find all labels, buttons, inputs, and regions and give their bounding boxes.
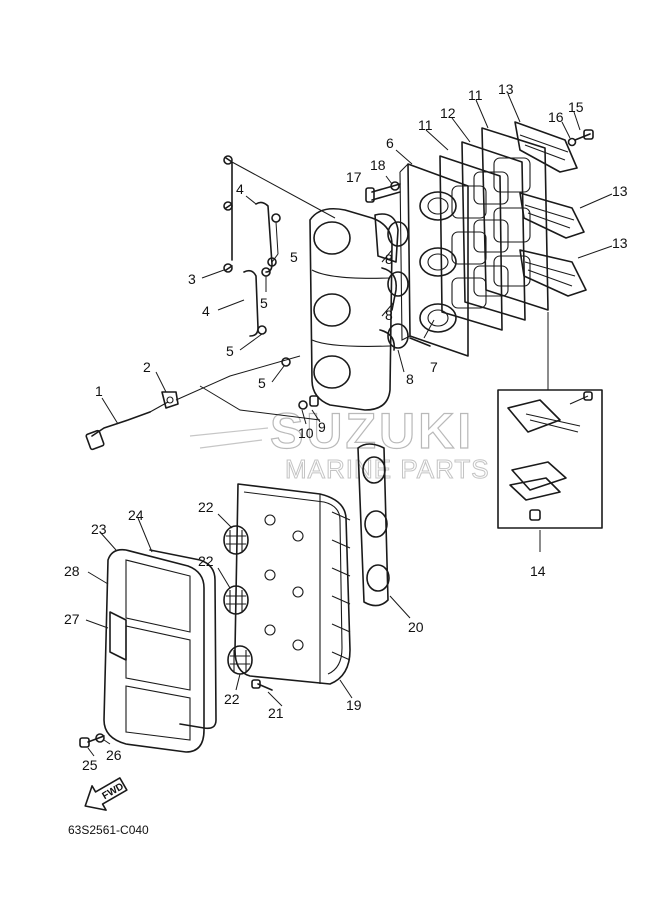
clamp-2 [161, 391, 179, 409]
washer-16 [567, 137, 577, 147]
callout-28: 28 [64, 563, 80, 579]
callout-6: 6 [386, 135, 394, 151]
gaskets-8 [387, 221, 409, 349]
callout-8b: 8 [385, 307, 393, 323]
watermark-brand: SUZUKI [270, 403, 474, 459]
bolt-9 [309, 395, 319, 407]
watermark-subtitle: MARINE PARTS [285, 454, 490, 484]
stud-7 [409, 337, 431, 347]
exhaust-cover-19 [234, 483, 351, 685]
exhaust-gasket-20 [357, 443, 411, 619]
diagram-code: 63S2561-C040 [68, 823, 149, 837]
washer-10 [298, 400, 308, 410]
callout-20: 20 [408, 619, 424, 635]
bolt-15 [574, 129, 594, 141]
callout-13b: 13 [612, 183, 628, 199]
callout-10: 10 [298, 425, 314, 441]
callout-4: 4 [236, 181, 244, 197]
callout-numbers: 1 2 3 4 4 5 5 5 5 5 6 7 8 8 8 9 10 11 11… [64, 81, 628, 773]
callout-7: 7 [430, 359, 438, 375]
callout-2: 2 [143, 359, 151, 375]
callout-8: 8 [385, 251, 393, 267]
sensor-leader [175, 355, 301, 401]
reed-plate [461, 141, 526, 321]
callout-11b: 11 [468, 87, 483, 103]
callout-11: 11 [418, 117, 433, 133]
bolt-17 [365, 183, 401, 203]
callout-5d: 5 [258, 375, 266, 391]
callout-1: 1 [95, 383, 103, 399]
watermark-swoosh [189, 427, 269, 449]
callout-18: 18 [370, 157, 386, 173]
watermark: SUZUKI MARINE PARTS [189, 402, 490, 485]
washer-26 [95, 733, 105, 743]
hose-lower [243, 269, 259, 337]
hose-upper [255, 201, 273, 273]
bolt-21 [251, 679, 273, 691]
callout-22: 22 [198, 499, 214, 515]
callout-13: 13 [498, 81, 514, 97]
reed-gasket-front [439, 155, 503, 331]
callout-27: 27 [64, 611, 80, 627]
callout-24: 24 [128, 507, 144, 523]
fwd-arrow: FWD [84, 777, 128, 811]
callout-15: 15 [568, 99, 584, 115]
washer-18 [390, 181, 400, 191]
callout-8c: 8 [406, 371, 414, 387]
callout-13c: 13 [612, 235, 628, 251]
sensor-1 [85, 401, 169, 451]
sensor-leader-2 [199, 385, 321, 421]
outer-gasket-24 [149, 549, 217, 730]
callout-19: 19 [346, 697, 362, 713]
reed-valve-detail-box [497, 312, 603, 552]
intake-manifold [399, 163, 469, 357]
callout-22b: 22 [198, 553, 214, 569]
callout-26: 26 [106, 747, 122, 763]
callout-25: 25 [82, 757, 98, 773]
callout-12: 12 [440, 105, 456, 121]
callout-5c: 5 [226, 343, 234, 359]
callout-3: 3 [188, 271, 196, 287]
reed-valve-assemblies [514, 121, 587, 297]
callout-21: 21 [268, 705, 284, 721]
fwd-label: FWD [101, 781, 126, 802]
leader-lines [85, 93, 613, 757]
callout-5b: 5 [260, 295, 268, 311]
callout-9: 9 [318, 419, 326, 435]
callout-5: 5 [290, 249, 298, 265]
callout-16: 16 [548, 109, 564, 125]
callout-23: 23 [91, 521, 107, 537]
anodes-22 [223, 525, 253, 675]
callout-17: 17 [346, 169, 362, 185]
outer-exhaust-cover-23 [103, 548, 205, 753]
hose-clips [257, 213, 291, 367]
callout-4b: 4 [202, 303, 210, 319]
callout-14: 14 [530, 563, 546, 579]
breather-tube-3 [223, 155, 336, 273]
callout-22c: 22 [224, 691, 240, 707]
